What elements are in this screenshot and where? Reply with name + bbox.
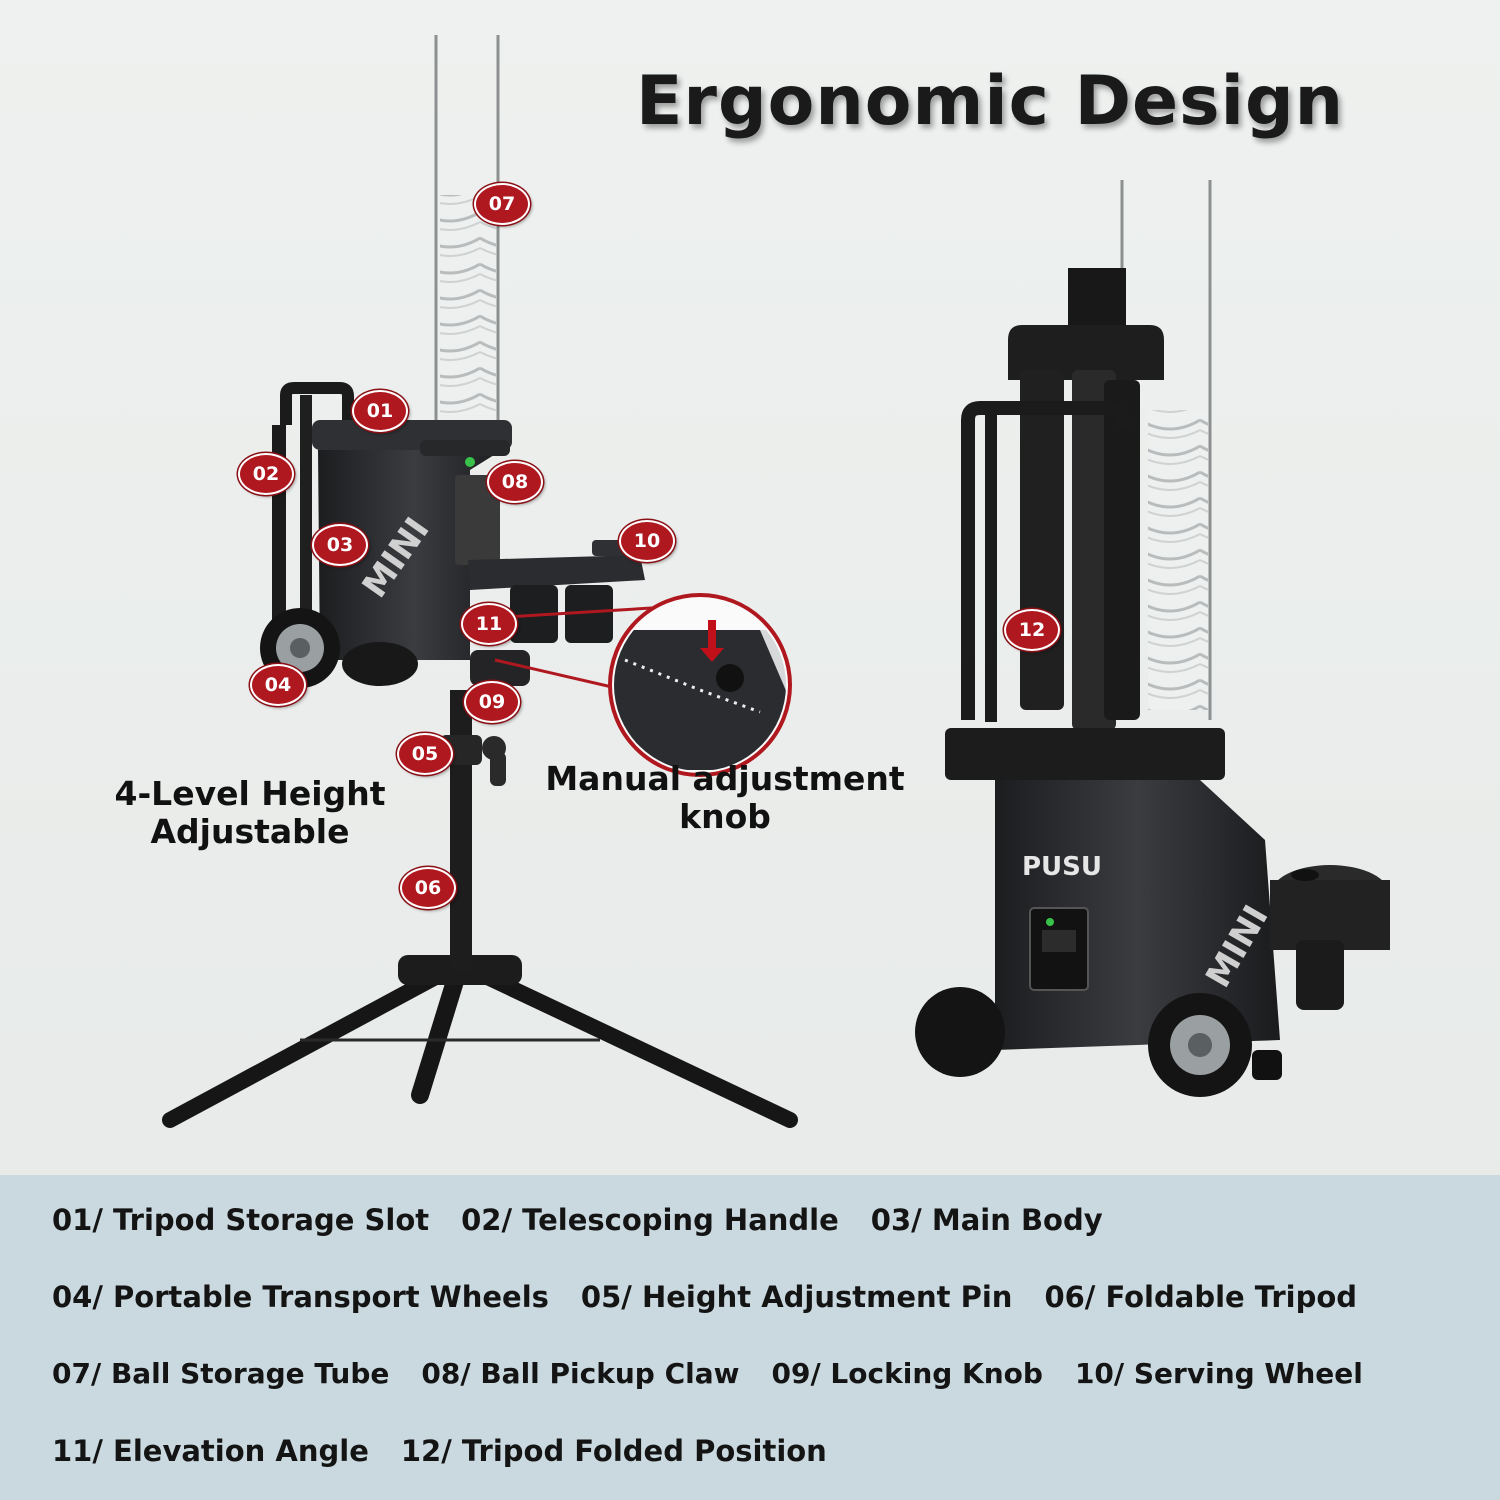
knob-callout-line-1: Manual adjustment [545,759,905,798]
knob-zoom-inset [489,593,792,777]
badge-08: 08 [487,461,543,503]
legend-item-06: 06/ Foldable Tripod [1044,1280,1358,1314]
legend-item-04: 04/ Portable Transport Wheels [52,1280,549,1314]
badge-07: 07 [474,183,530,225]
legend-row-2: 04/ Portable Transport Wheels 05/ Height … [52,1280,1389,1324]
legend-item-12: 12/ Tripod Folded Position [400,1434,827,1468]
badge-05: 05 [397,733,453,775]
legend-row-1: 01/ Tripod Storage Slot 02/ Telescoping H… [52,1203,1135,1247]
legend-item-09: 09/ Locking Knob [771,1357,1043,1390]
legend-item-07: 07/ Ball Storage Tube [52,1357,390,1390]
parts-legend [0,1175,1500,1500]
tripod [162,690,798,1128]
badge-01: 01 [352,390,408,432]
legend-item-02: 02/ Telescoping Handle [461,1203,839,1237]
ball-storage-tube [434,35,500,420]
folded-tripod [1020,370,1064,710]
legend-item-10: 10/ Serving Wheel [1074,1357,1363,1390]
badge-09: 09 [464,681,520,723]
folded-machine: PUSU MINI [915,180,1390,1097]
legend-item-08: 08/ Ball Pickup Claw [421,1357,740,1390]
folded-shuttle-stack [1148,410,1208,710]
badge-04: 04 [250,664,306,706]
page-title: Ergonomic Design [635,62,1345,141]
deployed-machine: MINI [162,35,798,1128]
height-adjustable-callout: 4-Level Height Adjustable [95,775,405,851]
brand-logo: PUSU [1022,852,1102,882]
knob-callout-line-2: knob [679,797,771,836]
height-callout-line-2: Adjustable [150,812,350,851]
product-illustration: MINI [95,35,1390,1128]
legend-item-01: 01/ Tripod Storage Slot [52,1203,430,1237]
badge-11: 11 [461,603,517,645]
legend-item-11: 11/ Elevation Angle [52,1434,369,1468]
folded-wheel-rear [915,987,1005,1077]
legend-row-3: 07/ Ball Storage Tube 08/ Ball Pickup Cla… [52,1357,1395,1401]
badge-03: 03 [312,524,368,566]
transport-wheels [260,608,418,688]
badge-10: 10 [619,520,675,562]
legend-row-4: 11/ Elevation Angle 12/ Tripod Folded Pos… [52,1434,859,1478]
badge-12: 12 [1004,609,1060,651]
legend-item-05: 05/ Height Adjustment Pin [580,1280,1013,1314]
badge-02: 02 [238,453,294,495]
manual-knob-callout: Manual adjustment knob [535,760,915,836]
machine-drawing: MINI [162,35,1390,1128]
badge-06: 06 [400,867,456,909]
legend-item-03: 03/ Main Body [870,1203,1103,1237]
height-callout-line-1: 4-Level Height [114,774,386,813]
